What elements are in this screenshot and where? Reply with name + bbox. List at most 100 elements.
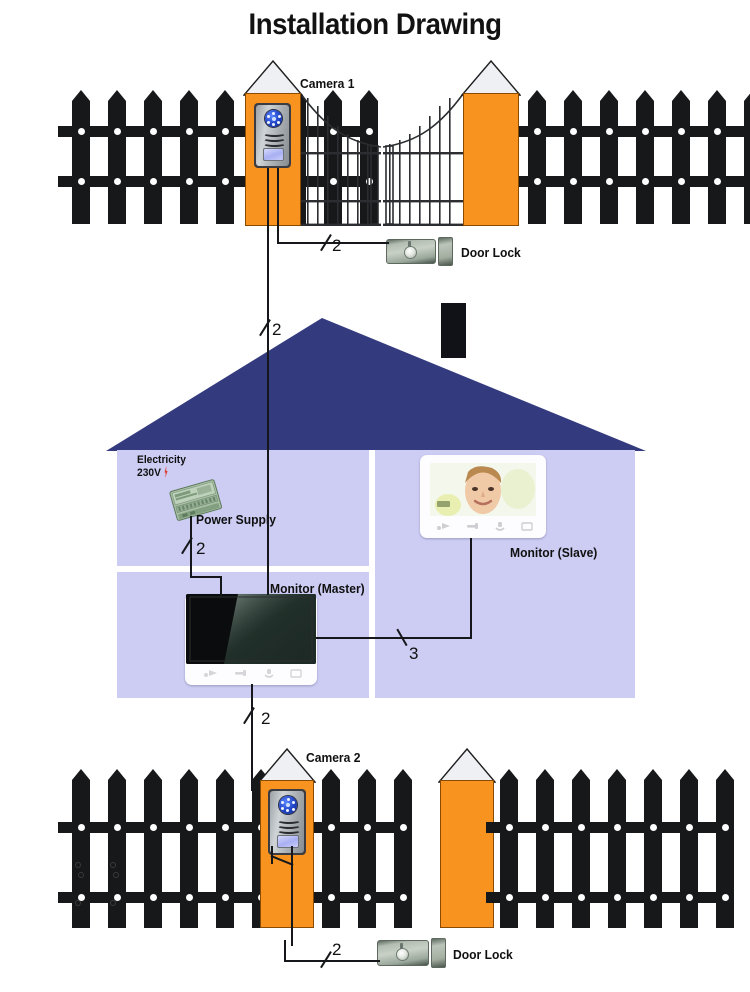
fence-picket	[716, 769, 734, 928]
fence-rail-hole	[577, 824, 585, 831]
voltage-label: 230V	[137, 466, 168, 479]
fence-rail-hole	[113, 128, 121, 135]
monitor-master-keypad[interactable]	[195, 666, 307, 680]
fence-rail-hole	[649, 824, 657, 831]
wall-divider-vertical	[369, 450, 375, 698]
fence-picket	[500, 769, 518, 928]
monitor-slave[interactable]	[420, 455, 546, 538]
fence-rail-hole	[77, 824, 85, 831]
fence-rail-hole	[149, 824, 157, 831]
lightning-bolt-icon	[164, 466, 168, 478]
bottom-right-pillar-cap	[438, 748, 496, 783]
wire-master-slave-vertical	[470, 538, 472, 638]
fence-rail-hole	[363, 894, 371, 901]
wire-count-house-camera2: 2	[261, 709, 271, 728]
voltage-value: 230V	[137, 467, 161, 479]
page-title: Installation Drawing	[248, 8, 502, 41]
fence-rail-hole	[505, 894, 513, 901]
fence-rail-hole	[149, 894, 157, 901]
fence-rail-hole	[541, 894, 549, 901]
power-supply-unit	[167, 477, 225, 525]
camera2-label: Camera 2	[306, 750, 361, 765]
fence-picket	[358, 769, 376, 928]
fence-rail-hole	[185, 894, 193, 901]
fence-rail-hole	[713, 178, 721, 185]
fence-rail-hole	[713, 128, 721, 135]
monitor-slave-label: Monitor (Slave)	[510, 545, 598, 560]
fence-screw-hole	[113, 872, 119, 878]
door-lock-top-label: Door Lock	[461, 245, 521, 260]
door-lock-top	[386, 237, 458, 266]
fence-rail-hole	[185, 178, 193, 185]
fence-rail-hole	[185, 824, 193, 831]
fence-picket	[394, 769, 412, 928]
fence-rail-hole	[327, 824, 335, 831]
fence-rail-hole	[113, 824, 121, 831]
wire-camera2-lock-drop	[284, 940, 286, 962]
fence-rail-hole	[221, 128, 229, 135]
fence-picket	[708, 90, 726, 224]
fence-rail	[486, 822, 734, 833]
fence-rail-hole	[399, 824, 407, 831]
fence-rail-hole	[113, 178, 121, 185]
fence-rail-hole	[649, 894, 657, 901]
fence-picket	[528, 90, 546, 224]
fence-picket	[180, 769, 198, 928]
fence-picket	[536, 769, 554, 928]
camera1-label: Camera 1	[300, 76, 355, 91]
monitor-master-screen	[186, 594, 316, 664]
call-button-icon[interactable]	[277, 835, 299, 848]
door-lock-bottom	[377, 938, 451, 968]
fence-picket	[744, 90, 750, 224]
fence-picket	[144, 769, 162, 928]
monitor-master[interactable]	[185, 594, 317, 685]
camera2-faceplate	[270, 791, 304, 853]
fence-rail-hole	[569, 178, 577, 185]
fence-rail-hole	[77, 178, 85, 185]
wire-camera2-lock-horizontal	[284, 960, 380, 962]
wire-master-camera2-vertical	[251, 684, 253, 791]
fence-rail-hole	[613, 824, 621, 831]
chimney	[441, 303, 466, 358]
fence-rail-hole	[149, 178, 157, 185]
fence-rail-hole	[685, 824, 693, 831]
fence-rail-hole	[77, 894, 85, 901]
fence-picket	[216, 769, 234, 928]
fence-rail-hole	[677, 128, 685, 135]
fence-picket	[672, 90, 690, 224]
camera1-outdoor-station[interactable]	[254, 103, 291, 168]
wire-count-master-slave: 3	[409, 644, 419, 663]
fence-picket	[572, 769, 590, 928]
fence-rail-hole	[641, 178, 649, 185]
fence-rail-hole	[327, 894, 335, 901]
fence-rail	[308, 822, 412, 833]
wire-camera1-lock-vertical	[277, 168, 279, 243]
fence-rail-hole	[541, 824, 549, 831]
camera1-faceplate	[256, 105, 289, 166]
fence-rail	[486, 892, 734, 903]
fence-rail-hole	[605, 178, 613, 185]
fence-rail-hole	[77, 128, 85, 135]
fence-picket	[216, 90, 234, 224]
fence-screw-hole	[75, 862, 81, 868]
call-button-icon[interactable]	[263, 148, 284, 161]
fence-rail-hole	[113, 894, 121, 901]
fence-rail-hole	[399, 894, 407, 901]
monitor-master-label: Monitor (Master)	[270, 581, 365, 596]
fence-picket	[108, 769, 126, 928]
fence-screw-hole	[110, 862, 116, 868]
fence-rail-hole	[149, 128, 157, 135]
wire-master-slave-horizontal	[316, 637, 472, 639]
fence-rail-hole	[221, 178, 229, 185]
monitor-slave-screen	[430, 463, 536, 516]
fence-picket	[644, 769, 662, 928]
camera2-outdoor-station[interactable]	[268, 789, 306, 855]
wire-count-camera1-lock: 2	[332, 236, 342, 255]
top-left-pillar-cap	[243, 60, 303, 96]
gate-pillar-right-top	[463, 93, 519, 226]
wire-camera1-house-vertical	[267, 168, 269, 595]
fence-picket	[144, 90, 162, 224]
gate-left-leaf	[300, 90, 382, 231]
monitor-slave-keypad[interactable]	[428, 519, 538, 533]
fence-screw-hole	[75, 900, 81, 906]
